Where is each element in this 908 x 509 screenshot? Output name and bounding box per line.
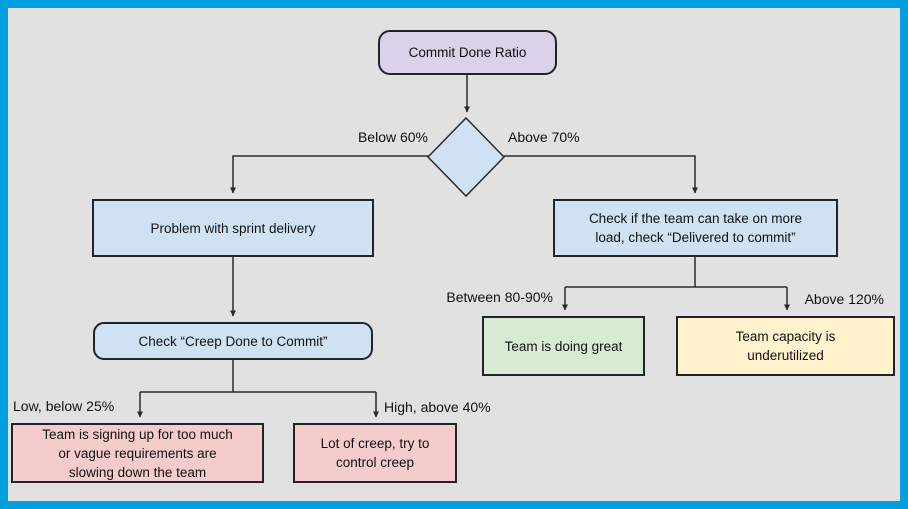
edge-label-above-120: Above 120% [804,291,884,307]
edge-decision-to-checkload [504,155,698,194]
node-lot-of-creep: Lot of creep, try to control creep [293,423,457,483]
edge-checkcreep-trunk [140,360,376,393]
node-check-team-load: Check if the team can take on more load,… [553,199,838,257]
node-team-doing-great: Team is doing great [482,316,645,376]
node-team-capacity-underutilized: Team capacity is underutilized [676,316,895,376]
edge-label-low-below-25: Low, below 25% [13,398,115,414]
edge-label-above-70: Above 70% [508,129,580,145]
node-commit-done-ratio: Commit Done Ratio [378,30,557,75]
edge-label-between-80-90: Between 80-90% [446,289,553,305]
node-check-creep-done-to-commit: Check “Creep Done to Commit” [93,322,373,360]
edge-decision-to-problem [230,155,429,194]
edge-checkload-trunk [565,257,787,288]
edge-label-below-60: Below 60% [357,129,428,145]
decision-diamond-node [426,116,506,198]
node-team-signing-up-too-much: Team is signing up for too much or vague… [11,423,264,483]
edge-label-high-above-40: High, above 40% [384,399,491,415]
node-problem-sprint-delivery: Problem with sprint delivery [92,199,374,257]
